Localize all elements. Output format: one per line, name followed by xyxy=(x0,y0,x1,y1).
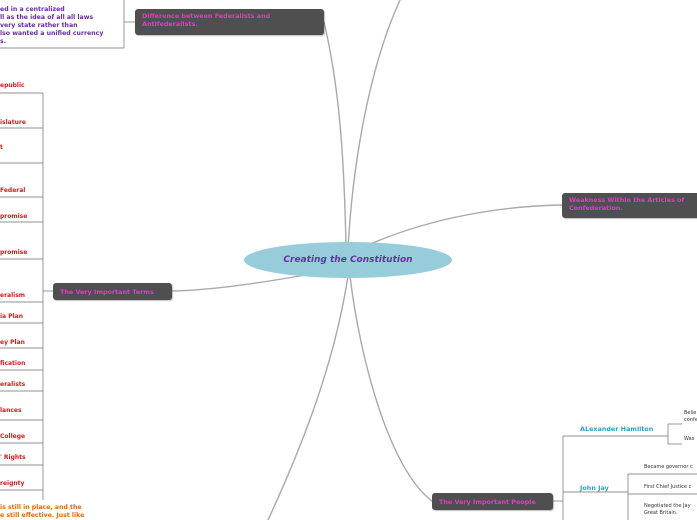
topic-people[interactable]: The Very Important People xyxy=(432,493,553,510)
term-item[interactable]: fication xyxy=(0,360,26,367)
differences-note-line: s. xyxy=(0,38,7,45)
topic-terms-label: The Very Important Terms xyxy=(60,287,154,296)
term-item[interactable]: Federal xyxy=(0,187,26,194)
branch-to-top xyxy=(347,0,401,251)
jay-detail: First Chief Justice c xyxy=(644,484,692,490)
central-topic-title: Creating the Constitution xyxy=(283,255,413,265)
term-item[interactable]: promise xyxy=(0,213,28,220)
differences-note-line: ll as the idea of all all laws xyxy=(0,14,94,21)
person-hamilton[interactable]: ALexander Hamilton xyxy=(580,425,654,433)
hamilton-detail: Was xyxy=(684,436,695,442)
person-john-jay[interactable]: John Jay xyxy=(580,484,609,492)
term-item[interactable]: t xyxy=(0,144,3,151)
topic-terms[interactable]: The Very Important Terms xyxy=(53,283,172,300)
term-item[interactable]: eralists xyxy=(0,381,26,388)
topic-weaknesses-label: Weakness Within the Articles of Confeder… xyxy=(569,196,685,212)
jay-detail: Became governor c xyxy=(644,464,693,470)
topic-differences[interactable]: Difference between Federalists and Antif… xyxy=(135,9,324,35)
term-item[interactable]: promise xyxy=(0,249,28,256)
branch-to-bottom xyxy=(267,275,349,520)
topic-weaknesses[interactable]: Weakness Within the Articles of Confeder… xyxy=(562,193,697,218)
differences-note-line: very state rather than xyxy=(0,22,78,29)
hamilton-detail: confe xyxy=(684,417,697,423)
jay-detail: Negotiated the Jay Great Britain. xyxy=(644,503,691,516)
hamilton-detail: Belie xyxy=(684,410,697,416)
bottom-note-line: is still in place, and the xyxy=(0,504,82,511)
central-topic[interactable]: Creating the Constitution xyxy=(244,242,452,278)
term-item[interactable]: College xyxy=(0,433,26,440)
term-item[interactable]: ' Rights xyxy=(0,454,26,461)
bottom-note-line: e still effective. Just like xyxy=(0,512,85,519)
differences-note-line: ed in a centralized xyxy=(0,6,65,13)
branch-to-differences xyxy=(323,21,347,245)
term-item[interactable]: eralism xyxy=(0,292,26,299)
branch-to-weaknesses xyxy=(367,204,563,246)
term-item[interactable]: lances xyxy=(0,407,22,414)
branch-to-people xyxy=(349,275,433,502)
term-item[interactable]: ey Plan xyxy=(0,339,25,346)
topic-people-label: The Very Important People xyxy=(439,497,536,506)
term-item[interactable]: islature xyxy=(0,119,26,126)
differences-note-line: lso wanted a unified currency xyxy=(0,30,104,37)
term-item[interactable]: epublic xyxy=(0,82,25,89)
term-item[interactable]: ia Plan xyxy=(0,313,23,320)
topic-differences-label: Difference between Federalists and Antif… xyxy=(142,12,271,28)
term-item[interactable]: reignty xyxy=(0,480,25,487)
